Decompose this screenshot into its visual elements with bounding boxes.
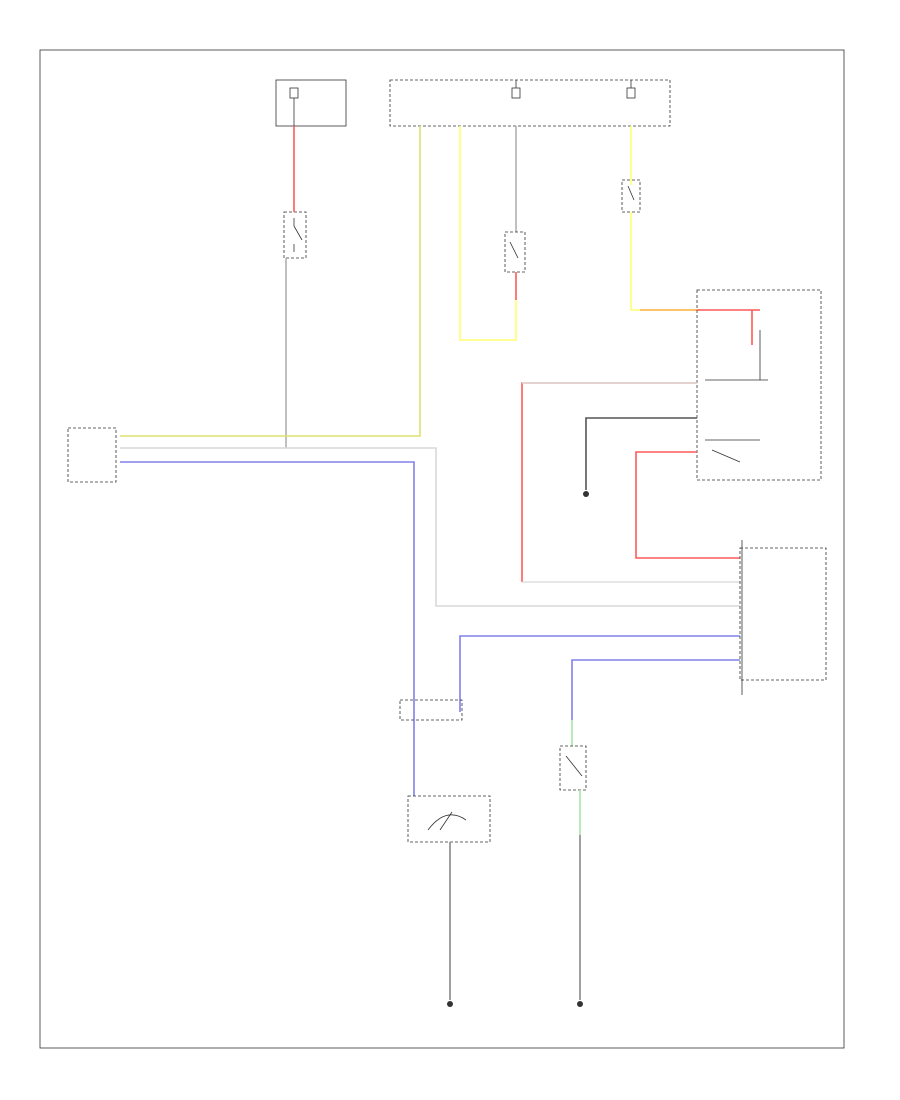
brake-switch [283, 211, 307, 259]
ground-symbol-center [583, 491, 589, 497]
wire-yellow-right-low [630, 212, 700, 311]
wire-blue-connector-sensor [120, 461, 415, 796]
ecu-box [739, 540, 827, 695]
diagram-frame [39, 49, 845, 1049]
sensor-box [407, 795, 491, 843]
wire-dark-ground [585, 417, 697, 490]
junction-box [399, 699, 463, 721]
wire-red-relay-ecu-2 [635, 451, 740, 559]
wire-yellow-loop [459, 126, 517, 341]
wire-red-relay-ecu [521, 382, 697, 582]
wire-yellow-main [120, 126, 421, 437]
wire-blue-junction-ecu [459, 635, 740, 712]
ground-symbol-right [577, 1001, 583, 1007]
ground-symbol-left [447, 1001, 453, 1007]
fuse-box-center [389, 79, 671, 127]
relay-box [696, 289, 822, 481]
wire-gray-connector-ecu [120, 447, 740, 607]
small-switch-center [504, 231, 526, 273]
small-switch-right [621, 179, 641, 213]
wire-blue-ecu-clutch [571, 659, 740, 720]
left-connector [67, 427, 117, 483]
fuse-box-left [275, 79, 347, 127]
clutch-switch [559, 745, 587, 791]
